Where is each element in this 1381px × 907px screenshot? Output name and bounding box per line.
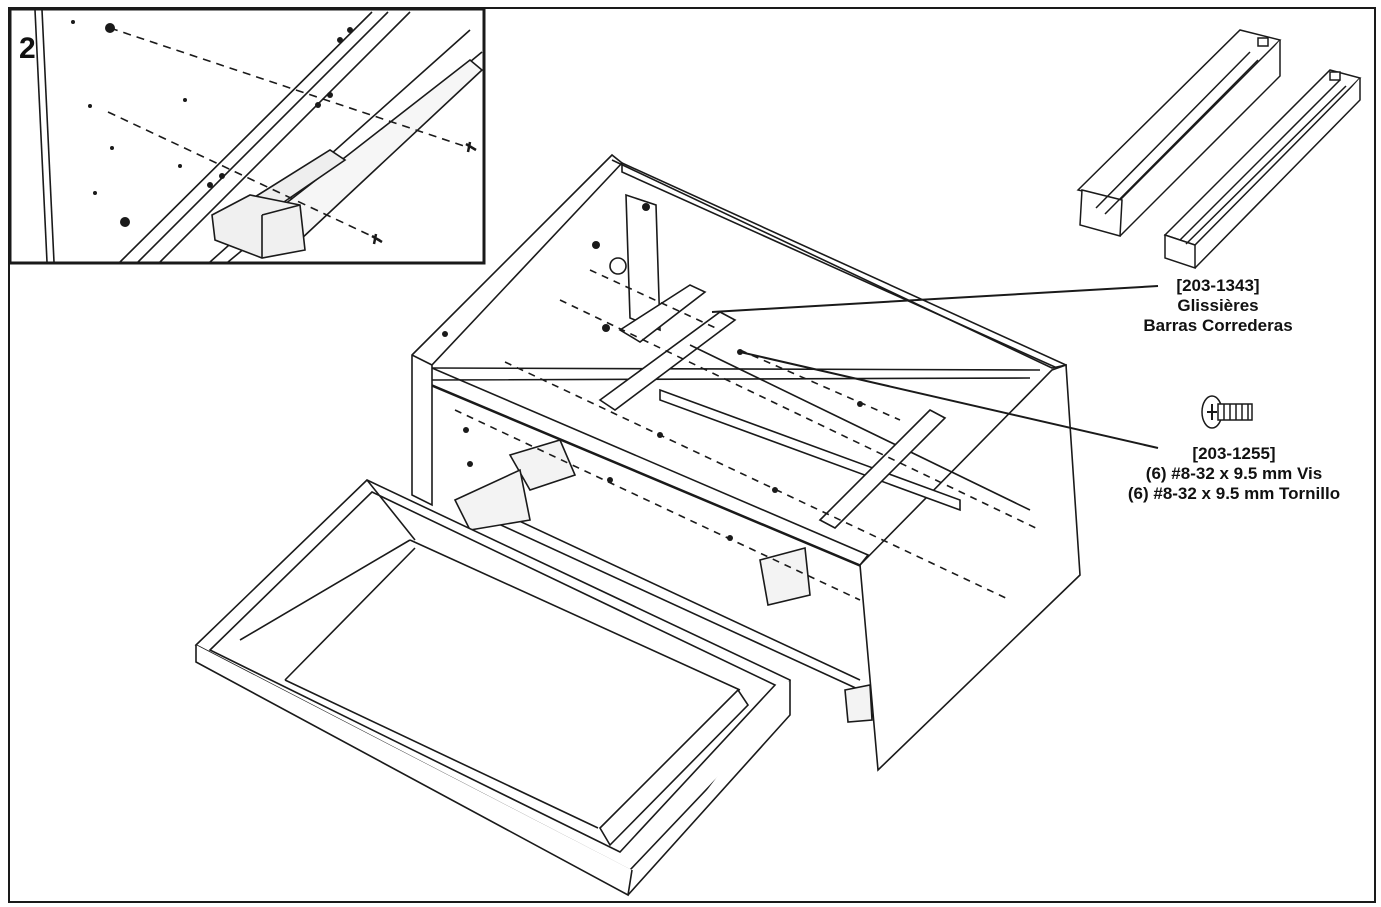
slides-name-fr: Glissières <box>1177 296 1259 315</box>
screw-icon <box>1201 395 1253 429</box>
screws-name-fr: (6) #8-32 x 9.5 mm Vis <box>1145 464 1323 483</box>
slides-part-illustration <box>1076 29 1362 270</box>
page-border <box>8 7 1376 903</box>
slides-part-number: [203-1343] <box>1176 276 1260 295</box>
drawer-illustration <box>194 479 791 897</box>
cabinet-illustration <box>411 153 1081 772</box>
cabinet-right-panel <box>859 363 1081 772</box>
slides-leader-line <box>711 285 1159 313</box>
screws-leader-line <box>739 351 1159 449</box>
step-number: 2 <box>19 32 36 65</box>
detail-inset <box>8 7 486 265</box>
screws-callout: [203-1255] (6) #8-32 x 9.5 mm Vis (6) #8… <box>1094 444 1374 504</box>
slides-callout: [203-1343] Glissières Barras Correderas <box>1108 276 1328 336</box>
screws-part-number: [203-1255] <box>1192 444 1276 463</box>
leader-lines <box>711 285 1159 449</box>
screws-name-es: (6) #8-32 x 9.5 mm Tornillo <box>1127 484 1341 503</box>
slides-name-es: Barras Correderas <box>1143 316 1293 335</box>
